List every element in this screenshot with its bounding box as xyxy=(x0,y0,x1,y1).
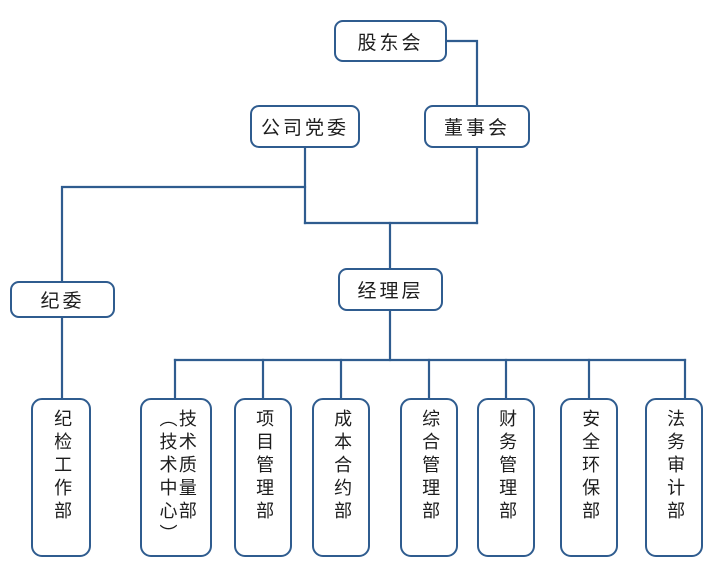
line-shareholders-to-board xyxy=(445,39,479,107)
node-management-label: 经理层 xyxy=(357,280,424,302)
dept-label-financial-management: 财务管理部 xyxy=(496,409,518,524)
dept-label-technical-center: （技术中心） xyxy=(156,409,178,547)
dept-box-technical-quality[interactable]: 技术质量部 （技术中心） xyxy=(140,398,212,557)
dept-box-discipline-work[interactable]: 纪检工作部 xyxy=(31,398,91,557)
node-shareholders-label: 股东会 xyxy=(357,31,424,54)
dept-label-legal-audit: 法务审计部 xyxy=(664,409,686,524)
node-management[interactable]: 经理层 xyxy=(338,268,443,311)
node-shareholders[interactable]: 股东会 xyxy=(334,20,447,62)
dept-label-stack-technical-quality: 技术质量部 （技术中心） xyxy=(142,409,210,547)
node-board-label: 董事会 xyxy=(443,117,510,139)
dept-label-general-management: 综合管理部 xyxy=(419,409,441,524)
dept-label-discipline-work: 纪检工作部 xyxy=(51,409,73,524)
dept-label-cost-contract: 成本合约部 xyxy=(331,409,353,524)
dept-box-project-management[interactable]: 项目管理部 xyxy=(234,398,292,557)
dept-box-financial-management[interactable]: 财务管理部 xyxy=(477,398,535,557)
dept-label-technical-quality: 技术质量部 xyxy=(175,409,197,524)
dept-label-project-management: 项目管理部 xyxy=(253,409,275,524)
node-discipline-commission[interactable]: 纪委 xyxy=(10,281,115,318)
dept-box-general-management[interactable]: 综合管理部 xyxy=(400,398,458,557)
node-discipline-commission-label: 纪委 xyxy=(40,290,85,312)
dept-box-legal-audit[interactable]: 法务审计部 xyxy=(645,398,703,557)
dept-box-safety-environment[interactable]: 安全环保部 xyxy=(560,398,618,557)
line-to-discipline-commission xyxy=(60,185,307,283)
dept-box-cost-contract[interactable]: 成本合约部 xyxy=(312,398,370,557)
node-party-committee[interactable]: 公司党委 xyxy=(250,105,360,148)
node-party-committee-label: 公司党委 xyxy=(260,117,349,139)
node-board-of-directors[interactable]: 董事会 xyxy=(424,105,530,148)
dept-label-safety-environment: 安全环保部 xyxy=(579,409,601,524)
